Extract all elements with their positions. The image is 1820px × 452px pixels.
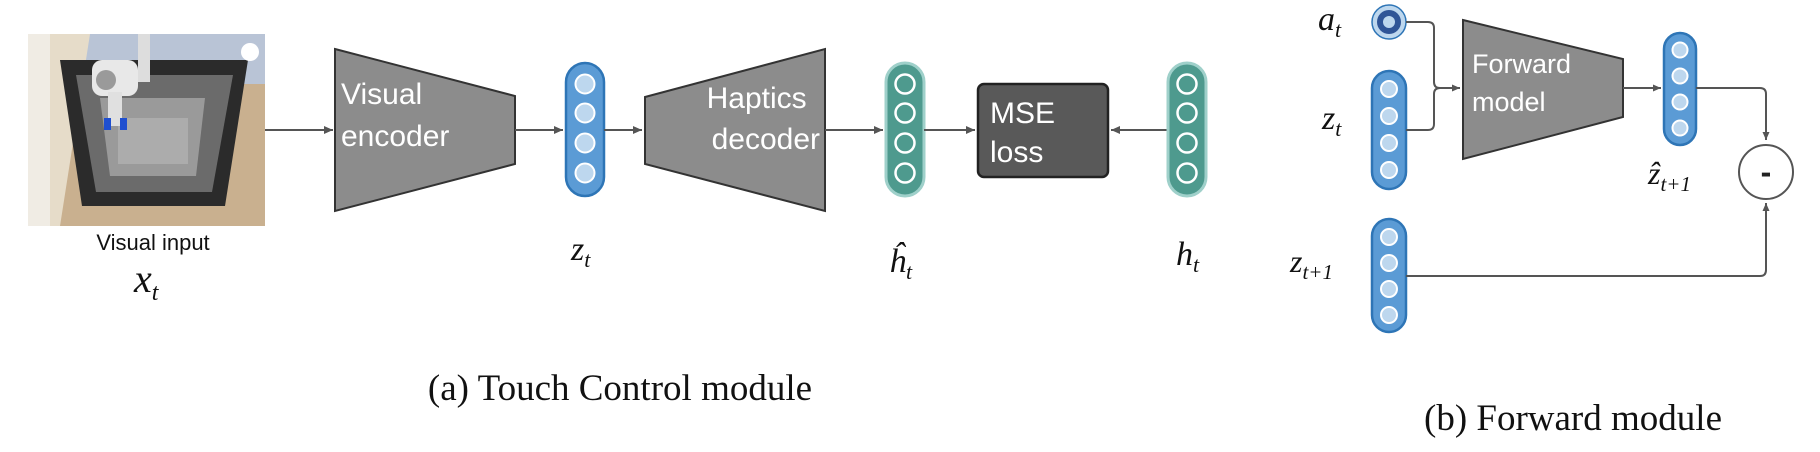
hhat-node-3	[894, 132, 916, 154]
zhat-subscript: t+1	[1660, 172, 1691, 196]
zt-b-node-2	[1380, 107, 1398, 125]
visual-encoder-line1: Visual	[341, 78, 422, 111]
panel-b: at zt Forward model	[1289, 1, 1794, 439]
hhat-label: ĥt	[889, 242, 913, 284]
connector-zhat-to-minus	[1696, 87, 1770, 140]
ht-node-1	[1176, 73, 1198, 95]
minus-node	[1738, 144, 1794, 200]
zt-vector-b	[1370, 69, 1408, 191]
zt-label-b: zt	[1321, 100, 1342, 141]
hhat-vector	[884, 61, 926, 198]
connector-znext-to-minus	[1406, 203, 1770, 277]
x-subscript: t	[152, 280, 160, 306]
x-symbol: x	[133, 256, 152, 301]
zhat-vector	[1662, 31, 1698, 147]
forward-model-label: Forward model	[1472, 49, 1579, 117]
haptics-decoder-line1: Haptics	[707, 82, 807, 115]
zt-node-3	[574, 132, 596, 154]
zt-symbol-b: z	[1321, 100, 1335, 137]
zhat-node-4	[1671, 119, 1689, 137]
zt-node-4	[574, 162, 596, 184]
znext-symbol: z	[1289, 243, 1303, 279]
hhat-node-4	[894, 162, 916, 184]
ht-node-4	[1176, 162, 1198, 184]
zt-b-node-3	[1380, 134, 1398, 152]
at-node	[1371, 4, 1407, 40]
zt-symbol-a: z	[570, 231, 584, 268]
panel-a: Visual input xt Visual encoder zt	[28, 34, 1208, 409]
hhat-node-1	[894, 73, 916, 95]
caption-a: (a) Touch Control module	[428, 368, 812, 409]
hhat-node-2	[894, 102, 916, 124]
haptics-decoder-block	[644, 47, 826, 213]
zt-node-2	[574, 102, 596, 124]
connector-zt-to-forward	[1406, 87, 1441, 131]
znext-subscript: t+1	[1302, 260, 1333, 284]
zt-b-node-1	[1380, 80, 1398, 98]
zhat-node-2	[1671, 67, 1689, 85]
visual-encoder-block	[334, 47, 516, 213]
forward-line2: model	[1472, 87, 1546, 117]
mse-line1: MSE	[990, 97, 1055, 130]
visual-input-label: Visual input	[96, 230, 209, 255]
ht-vector	[1166, 61, 1208, 198]
ht-node-3	[1176, 132, 1198, 154]
zhat-label: ẑt+1	[1647, 155, 1691, 196]
zt-label-a: zt	[570, 231, 591, 272]
zt-subscript-b: t	[1335, 116, 1342, 141]
zhat-symbol: ẑ	[1647, 155, 1661, 191]
visual-encoder-label: Visual encoder	[341, 78, 449, 153]
haptics-decoder-label: Haptics decoder	[707, 82, 820, 156]
at-label: at	[1318, 1, 1342, 42]
zt-subscript-a: t	[584, 247, 591, 272]
zhat-node-1	[1671, 41, 1689, 59]
mse-loss-label: MSE loss	[990, 97, 1063, 169]
hhat-subscript: t	[906, 259, 913, 284]
hhat-symbol: ĥ	[889, 242, 907, 280]
visual-encoder-line2: encoder	[341, 120, 449, 153]
znext-node-2	[1380, 254, 1398, 272]
znext-label: zt+1	[1289, 243, 1333, 284]
forward-model-block	[1462, 18, 1624, 161]
minus-symbol: -	[1761, 154, 1772, 190]
zhat-node-3	[1671, 93, 1689, 111]
ht-label: ht	[1176, 236, 1200, 277]
zt-node-1	[574, 73, 596, 95]
visual-input-image	[28, 34, 265, 226]
zt-b-node-4	[1380, 161, 1398, 179]
znext-node-4	[1380, 306, 1398, 324]
ht-symbol: h	[1176, 236, 1193, 273]
znext-node-1	[1380, 228, 1398, 246]
ht-node-2	[1176, 102, 1198, 124]
mse-line2: loss	[990, 136, 1043, 169]
haptics-decoder-line2: decoder	[712, 123, 820, 156]
zt-vector	[564, 61, 606, 198]
mse-loss-block	[976, 82, 1110, 179]
ht-subscript: t	[1193, 252, 1200, 277]
connector-at-to-forward	[1406, 21, 1460, 92]
forward-line1: Forward	[1472, 49, 1571, 79]
x-t-label: xt	[133, 256, 160, 306]
at-symbol: a	[1318, 1, 1335, 38]
at-subscript: t	[1335, 17, 1342, 42]
znext-node-3	[1380, 280, 1398, 298]
znext-vector	[1370, 217, 1408, 334]
caption-b: (b) Forward module	[1424, 398, 1722, 439]
